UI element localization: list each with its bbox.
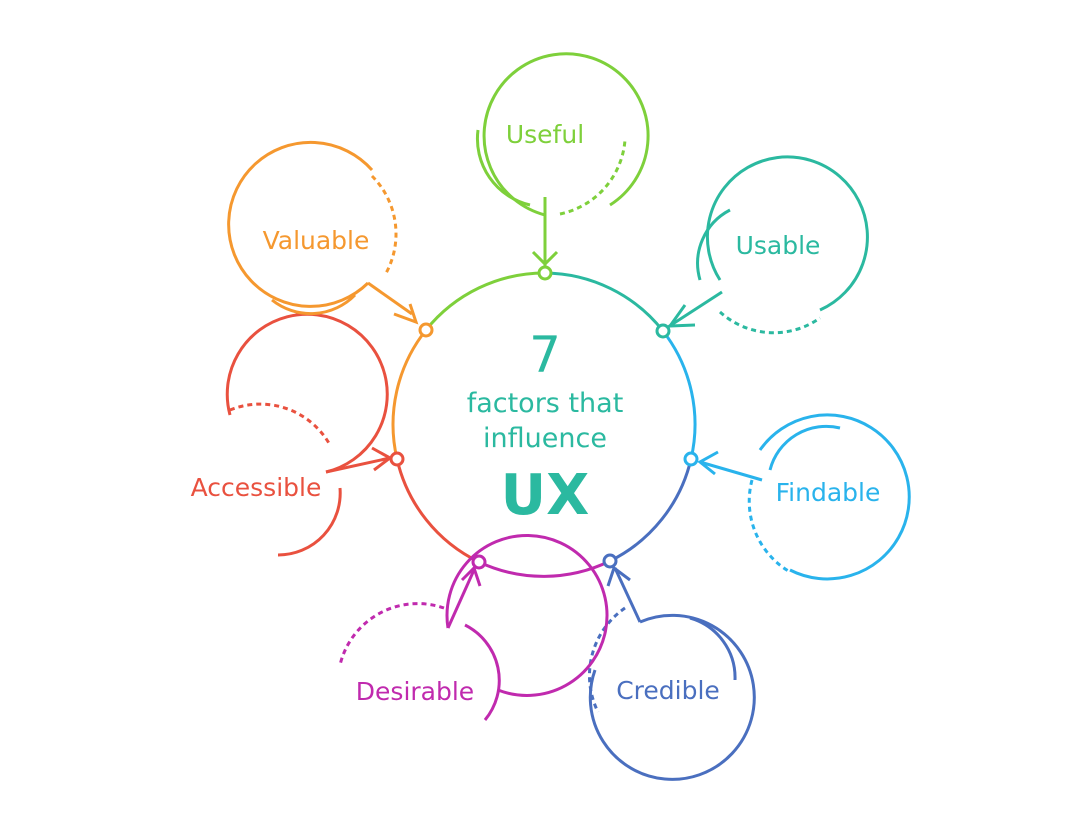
usable-dashed-arc (718, 310, 821, 335)
accessible-inner-arc (277, 487, 342, 557)
factor-findable (683, 413, 911, 581)
factor-label-credible: Credible (616, 676, 720, 705)
usable-arrowhead (666, 304, 696, 328)
factor-label-desirable: Desirable (356, 677, 474, 706)
ring-arc-desirable (478, 559, 611, 578)
findable-arrowhead (697, 450, 719, 476)
valuable-dashed-arc (370, 174, 398, 276)
desirable-arrowhead (460, 565, 482, 587)
accessible-circle (225, 312, 389, 474)
desirable-dashed-arc (338, 602, 445, 666)
factor-useful (475, 52, 650, 281)
credible-arrowhead (606, 565, 631, 587)
factor-valuable (227, 140, 434, 338)
credible-dashed-arc (587, 606, 626, 713)
desirable-circle (445, 533, 609, 697)
ring-arc-accessible (395, 458, 480, 564)
factor-label-accessible: Accessible (191, 473, 322, 502)
center-line-1: factors that (467, 388, 624, 419)
factor-label-usable: Usable (736, 231, 821, 260)
desirable-node (471, 554, 487, 570)
credible-circle (588, 613, 756, 781)
usable-inner-arc (696, 208, 731, 281)
factor-label-findable: Findable (776, 478, 881, 507)
usable-circle (705, 155, 869, 312)
findable-connector (699, 460, 763, 482)
valuable-connector (367, 281, 413, 316)
accessible-dashed-arc (229, 402, 332, 446)
credible-node (602, 553, 618, 569)
useful-circle (482, 52, 650, 217)
valuable-arrowhead (393, 303, 419, 325)
credible-inner-arc (689, 616, 737, 681)
center-title: UX (501, 463, 590, 528)
ring-arc-credible (609, 458, 693, 563)
useful-node (537, 265, 553, 281)
valuable-node (418, 322, 434, 338)
center-number: 7 (529, 326, 561, 384)
useful-arrowhead (531, 250, 559, 267)
usable-connector (667, 290, 723, 329)
accessible-node (389, 451, 405, 467)
desirable-inner-arc (464, 623, 501, 721)
credible-connector (613, 567, 642, 623)
usable-node (655, 323, 671, 339)
useful-dashed-arc (559, 139, 627, 216)
ring-arc-usable (544, 271, 665, 332)
factor-desirable (338, 533, 609, 721)
factor-label-valuable: Valuable (263, 226, 370, 255)
accessible-connector (325, 456, 391, 474)
center-ring (391, 271, 697, 578)
valuable-circle (227, 140, 374, 308)
ring-arc-useful (424, 271, 546, 331)
factor-usable (655, 155, 869, 339)
valuable-inner-arc (271, 293, 357, 316)
factor-accessible (225, 312, 405, 557)
findable-dashed-arc (747, 479, 791, 574)
factor-label-useful: Useful (506, 120, 584, 149)
factor-credible (587, 553, 756, 781)
ring-arc-findable (661, 330, 697, 460)
useful-inner-arc (475, 129, 531, 207)
findable-node (683, 451, 699, 467)
center-line-2: influence (483, 423, 607, 454)
findable-inner-arc (768, 424, 841, 471)
desirable-connector (446, 569, 476, 629)
ring-arc-valuable (391, 329, 428, 460)
findable-circle (758, 413, 911, 581)
